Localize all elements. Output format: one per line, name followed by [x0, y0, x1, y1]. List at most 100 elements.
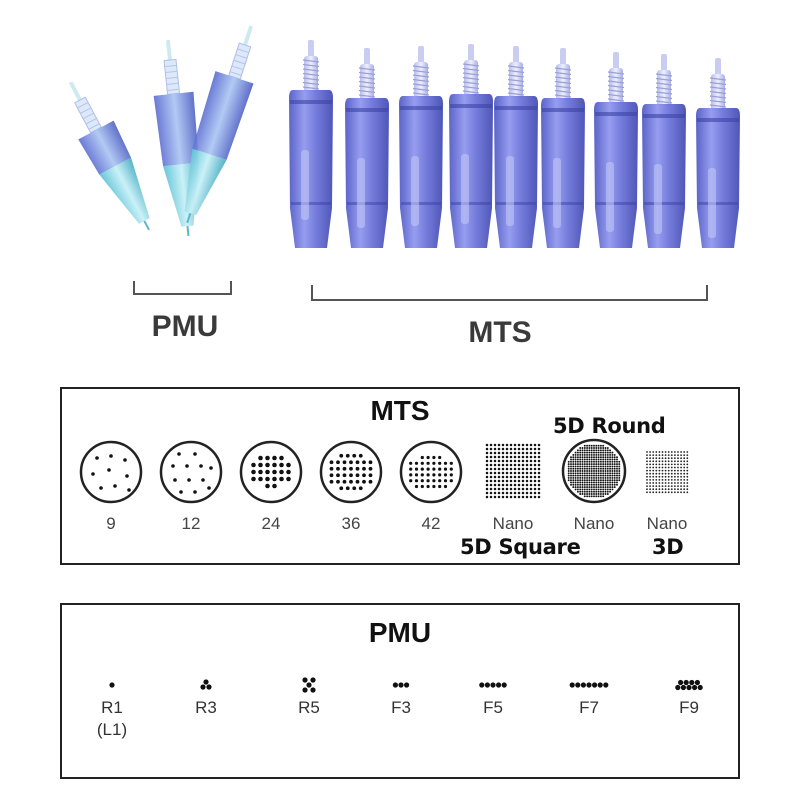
pin-dot: [572, 476, 575, 479]
pin-dot: [597, 493, 600, 495]
pin-dot: [173, 478, 177, 482]
pin-dot: [449, 461, 453, 465]
pin-dot: [586, 495, 589, 498]
pin-dot: [655, 482, 658, 484]
pin-dot: [686, 469, 689, 472]
pin-dot: [497, 475, 501, 479]
pin-dot: [505, 491, 509, 495]
pin-dot: [485, 475, 489, 479]
pin-dot: [586, 451, 589, 454]
pin-dot: [590, 453, 593, 456]
pin-dot: [586, 449, 589, 452]
pin-dot: [664, 466, 667, 469]
pin-dot: [525, 495, 529, 499]
pin-dot: [199, 464, 203, 468]
pin-dot: [593, 481, 595, 484]
pin-dot: [613, 474, 616, 477]
pin-dot: [680, 485, 682, 487]
pin-dot: [683, 472, 686, 475]
pin-dot: [574, 465, 577, 468]
pin-dot: [583, 463, 586, 466]
pin-dot: [310, 687, 316, 693]
mts-label-42: 42: [421, 514, 441, 533]
pin-dot: [529, 475, 533, 479]
pin-dot: [595, 465, 598, 468]
pin-dot: [420, 455, 424, 460]
pin-dot: [597, 474, 600, 477]
pin-dot: [575, 682, 581, 688]
pin-dot: [609, 479, 612, 482]
pmu-photo-label: PMU: [151, 310, 219, 343]
mts-label-nano-3d: Nano: [646, 514, 688, 533]
pin-dot: [501, 467, 505, 471]
pin-dot: [201, 478, 205, 482]
pin-dot: [661, 479, 664, 481]
pin-dot: [649, 491, 651, 494]
pin-dot: [652, 466, 655, 469]
pin-dot: [602, 449, 605, 452]
pin-dot: [599, 470, 602, 472]
pin-dot: [513, 491, 517, 495]
pin-dot: [602, 472, 605, 475]
pin-dot: [579, 449, 582, 452]
pin-dot: [664, 485, 667, 487]
pin-dot: [567, 472, 570, 475]
pin-dot: [567, 460, 570, 463]
pin-dot: [664, 479, 667, 481]
pin-dot: [529, 471, 533, 475]
pattern-outline: [399, 440, 463, 504]
pin-dot: [694, 679, 701, 686]
pin-dot: [649, 485, 651, 487]
pin-dot: [501, 495, 505, 499]
pin-dot: [570, 474, 572, 477]
pin-dot: [664, 460, 667, 463]
pin-dot: [613, 460, 616, 463]
pin-dot: [664, 451, 667, 453]
cartridge-photo: [68, 25, 740, 301]
pin-dot: [604, 465, 607, 468]
pin-dot: [599, 458, 602, 461]
pin-dot: [533, 447, 537, 451]
pin-dot: [655, 469, 658, 472]
pin-dot: [572, 456, 575, 459]
pin-dot: [649, 451, 651, 453]
pin-dot: [581, 447, 584, 449]
pin-dot: [513, 475, 517, 479]
pin-dot: [606, 453, 609, 456]
pin-dot: [613, 467, 616, 470]
pin-dot: [667, 488, 670, 491]
pin-dot: [655, 479, 658, 481]
pin-dot: [513, 451, 517, 455]
pin-dot: [664, 488, 667, 491]
pin-dot: [655, 488, 658, 491]
pin-dot: [670, 479, 673, 481]
pin-dot: [670, 454, 673, 456]
pin-dot: [611, 463, 614, 466]
pin-dot: [595, 479, 598, 482]
pin-dot: [414, 467, 419, 471]
pin-dot: [618, 463, 621, 466]
pin-dot: [586, 470, 589, 472]
pin-dot: [484, 682, 490, 688]
pin-dot: [525, 487, 529, 491]
pin-dot: [649, 460, 651, 463]
pin-dot: [597, 453, 600, 456]
pin-dot: [667, 454, 670, 456]
pin-dot: [574, 451, 577, 454]
mts-label-12: 12: [181, 514, 201, 533]
pin-dot: [258, 462, 263, 468]
pin-dot: [606, 476, 609, 479]
pin-dot: [497, 491, 501, 495]
pin-dot: [686, 457, 689, 460]
pin-dot: [513, 487, 517, 491]
pin-dot: [611, 453, 614, 456]
pin-dot: [586, 488, 589, 491]
pin-dot: [497, 483, 501, 487]
pin-dot: [513, 455, 517, 459]
pin-dot: [586, 476, 589, 479]
pin-dot: [576, 483, 579, 486]
subtype-3d: 3D: [652, 535, 684, 559]
pin-dot: [581, 460, 584, 463]
pin-dot: [674, 466, 676, 469]
pin-dot: [590, 447, 593, 449]
